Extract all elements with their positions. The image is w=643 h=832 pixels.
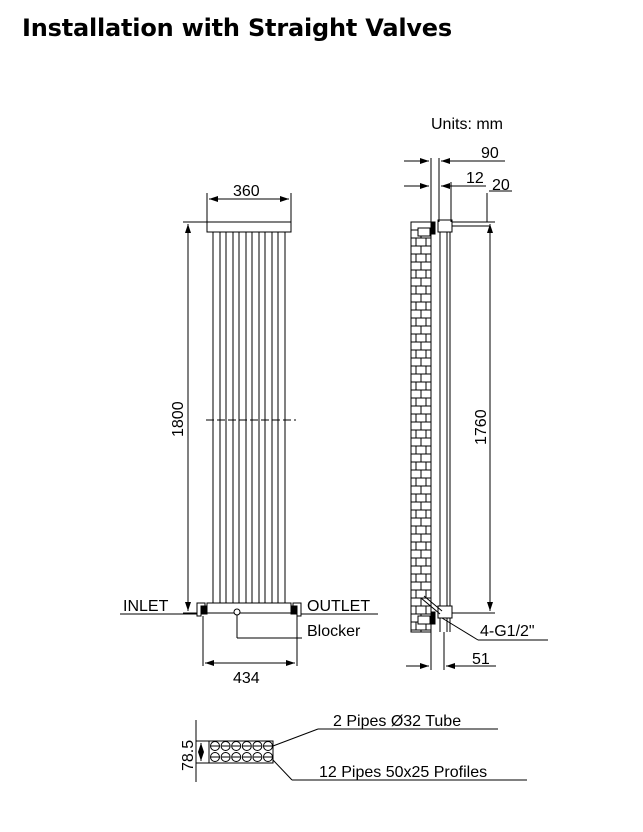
profile-section	[210, 752, 220, 762]
profiles-label: 12 Pipes 50x25 Profiles	[319, 764, 487, 781]
profile-section	[231, 741, 242, 751]
centres-label: 1760	[473, 409, 490, 445]
brick-courses	[411, 229, 431, 632]
front-view	[120, 193, 378, 666]
profile-section	[252, 752, 263, 762]
side-radiator-top	[437, 219, 453, 233]
outlet-label: OUTLET	[307, 598, 370, 615]
page-title: Installation with Straight Valves	[22, 14, 452, 42]
top-header	[206, 221, 292, 233]
profile-section	[241, 741, 252, 751]
profile-section	[210, 741, 220, 751]
valve-offset-label: 51	[472, 651, 490, 668]
profile-section	[231, 752, 242, 762]
profile-section	[220, 752, 231, 762]
width-label: 360	[233, 183, 260, 200]
inlet-label: INLET	[123, 598, 169, 615]
bottom-header	[206, 602, 292, 614]
units-label: Units: mm	[431, 116, 503, 133]
profile-section	[263, 752, 273, 762]
section-view	[195, 720, 527, 782]
offset-label: 20	[492, 177, 510, 194]
height-label: 1800	[170, 401, 187, 437]
profile-section	[263, 741, 273, 751]
valve-span-label: 434	[233, 670, 260, 687]
section-profiles	[210, 741, 273, 762]
front-tubes	[212, 232, 286, 603]
section-depth-label: 78.5	[180, 740, 197, 771]
side-radiator-bottom	[437, 605, 453, 619]
connections-label: 4-G1/2"	[480, 623, 535, 640]
depth-total-label: 90	[481, 145, 499, 162]
profile-section	[252, 741, 263, 751]
tube-label: 2 Pipes Ø32 Tube	[333, 713, 461, 730]
profile-section	[220, 741, 231, 751]
profile-section	[241, 752, 252, 762]
blocker-label: Blocker	[307, 623, 361, 640]
gap-label: 12	[466, 170, 484, 187]
side-view	[404, 158, 548, 670]
blocker	[233, 608, 241, 616]
